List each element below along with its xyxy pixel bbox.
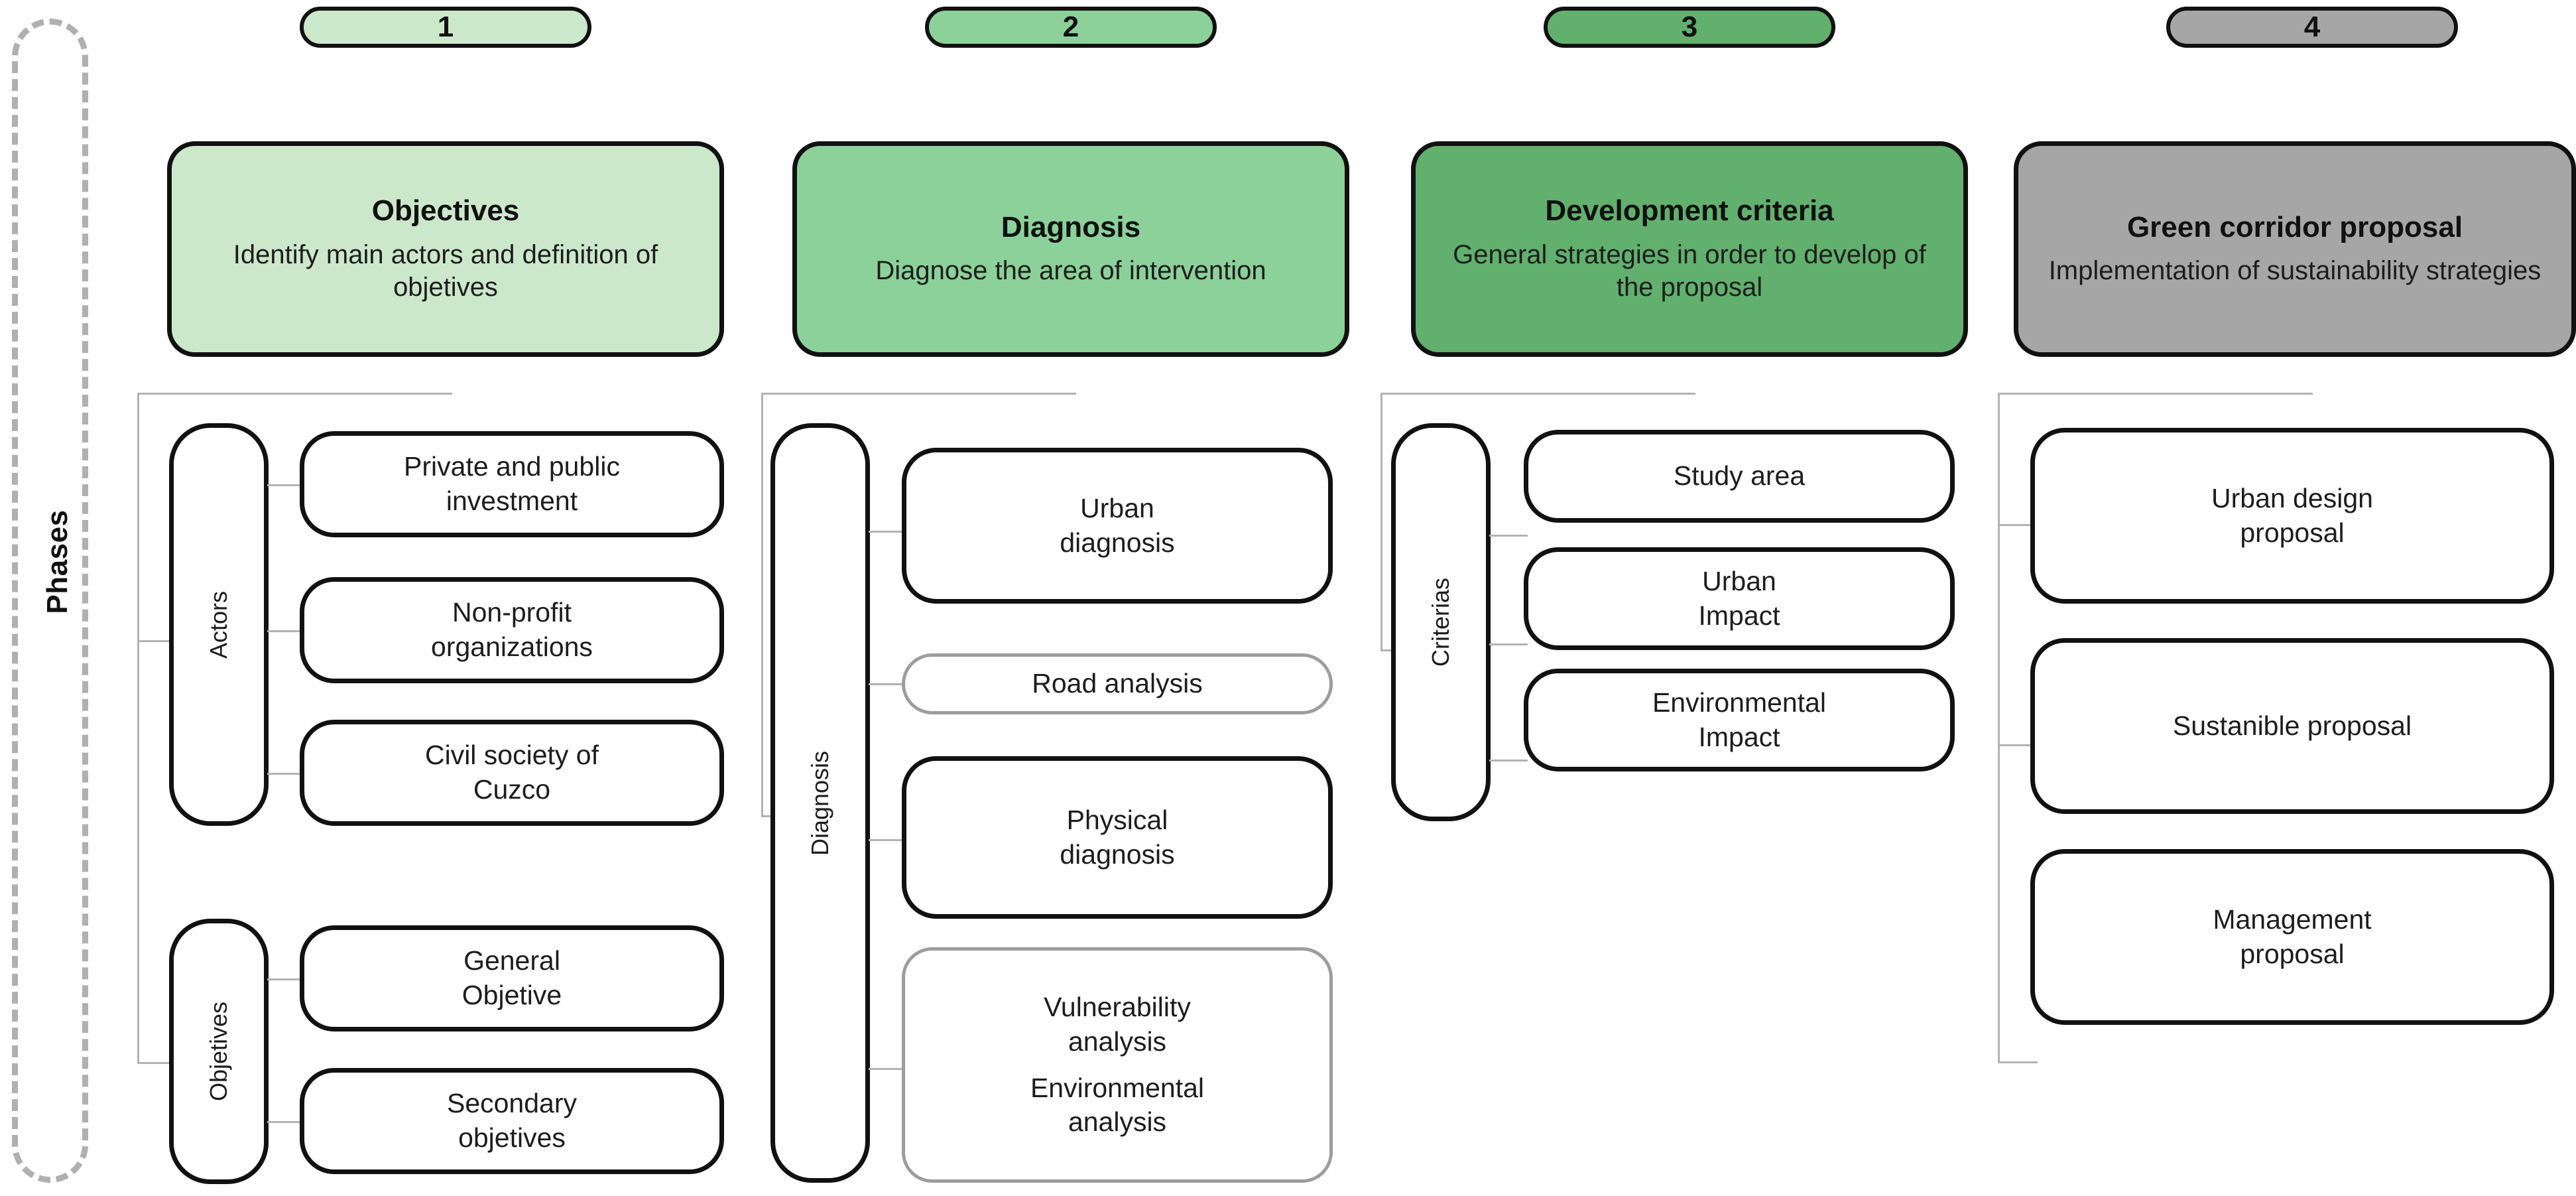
phase-subtitle-4: Implementation of sustainability strateg… bbox=[2048, 256, 2542, 286]
group-capsule-diagnosis[interactable]: Diagnosis bbox=[770, 423, 870, 1183]
connector-proposal-item-0 bbox=[1998, 524, 2038, 526]
leaf-box[interactable]: Road analysis bbox=[902, 653, 1333, 714]
trunk-line-1 bbox=[137, 393, 139, 1064]
phase-number-label-2: 2 bbox=[1062, 11, 1079, 43]
group-label-actors: Actors bbox=[205, 590, 232, 659]
connector-actors-item-2 bbox=[267, 773, 305, 775]
phase-header-card-1[interactable]: Objectives Identify main actors and defi… bbox=[167, 141, 724, 357]
group-capsule-criterias[interactable]: Criterias bbox=[1391, 423, 1491, 821]
leaf-box[interactable]: General Objetive bbox=[300, 925, 724, 1031]
group-label-diagnosis: Diagnosis bbox=[806, 750, 833, 856]
connector-objetives-item-1 bbox=[267, 1121, 305, 1123]
connector-objetives-item-0 bbox=[267, 978, 305, 980]
phase-number-badge-4[interactable]: 4 bbox=[2166, 7, 2458, 48]
trunk-line-2 bbox=[761, 393, 763, 817]
trunk-top-1 bbox=[137, 393, 452, 395]
trunk-top-4 bbox=[1998, 393, 2313, 395]
trunk-branch-actors-1 bbox=[137, 640, 174, 642]
phase-subtitle-3: General strategies in order to develop o… bbox=[1453, 240, 1926, 302]
connector-actors-item-0 bbox=[267, 484, 305, 486]
connector-diagnosis-item-3 bbox=[869, 1068, 907, 1070]
connector-criterias-item-2 bbox=[1489, 760, 1528, 762]
phase-header-card-2[interactable]: Diagnosis Diagnose the area of intervent… bbox=[792, 141, 1349, 357]
phase-title-1: Objectives bbox=[371, 194, 520, 228]
phase-title-3: Development criteria bbox=[1545, 194, 1834, 228]
phases-axis-label: Phases bbox=[41, 509, 74, 614]
phase-number-badge-1[interactable]: 1 bbox=[300, 7, 591, 48]
phase-number-badge-3[interactable]: 3 bbox=[1544, 7, 1835, 48]
leaf-box[interactable]: Civil society of Cuzco bbox=[300, 720, 724, 826]
phase-subtitle-2: Diagnose the area of intervention bbox=[875, 256, 1266, 286]
phase-number-badge-2[interactable]: 2 bbox=[925, 7, 1217, 48]
leaf-box[interactable]: Urban diagnosis bbox=[902, 448, 1333, 604]
phase-number-label-1: 1 bbox=[437, 11, 454, 43]
phases-axis-capsule: Phases bbox=[12, 19, 88, 1183]
phase-title-2: Diagnosis bbox=[1001, 210, 1141, 243]
connector-actors-item-1 bbox=[267, 630, 305, 632]
group-capsule-objetives[interactable]: Objetives bbox=[169, 919, 269, 1184]
phase-subtitle-1: Identify main actors and definition of o… bbox=[233, 240, 658, 302]
group-capsule-actors[interactable]: Actors bbox=[169, 423, 269, 826]
leaf-box[interactable]: Non-profit organizations bbox=[300, 577, 724, 683]
group-label-criterias: Criterias bbox=[1426, 577, 1454, 667]
phase-title-4: Green corridor proposal bbox=[2126, 210, 2463, 243]
leaf-box[interactable]: Private and public investment bbox=[300, 431, 724, 537]
phase-number-label-3: 3 bbox=[1681, 11, 1698, 43]
phase-header-card-3[interactable]: Development criteria General strategies … bbox=[1411, 141, 1968, 357]
leaf-box[interactable]: Physical diagnosis bbox=[902, 756, 1333, 919]
trunk-line-3 bbox=[1380, 393, 1382, 651]
group-label-objetives: Objetives bbox=[205, 1001, 233, 1102]
connector-proposal-item-2 bbox=[1998, 1061, 2038, 1063]
connector-diagnosis-item-1 bbox=[869, 683, 907, 685]
phase-header-card-4[interactable]: Green corridor proposal Implementation o… bbox=[2014, 141, 2576, 357]
trunk-top-2 bbox=[761, 393, 1076, 395]
leaf-box[interactable]: Study area bbox=[1524, 430, 1955, 523]
leaf-box[interactable]: Environmental Impact bbox=[1524, 669, 1955, 771]
connector-proposal-item-1 bbox=[1998, 744, 2038, 746]
leaf-box[interactable]: Vulnerability analysis Environmental ana… bbox=[902, 947, 1333, 1183]
trunk-top-3 bbox=[1380, 393, 1695, 395]
connector-diagnosis-item-0 bbox=[869, 531, 907, 533]
connector-diagnosis-item-2 bbox=[869, 839, 907, 841]
trunk-line-4 bbox=[1998, 393, 2000, 1063]
leaf-box[interactable]: Secondary objetives bbox=[300, 1068, 724, 1174]
phase-number-label-4: 4 bbox=[2303, 11, 2321, 43]
trunk-branch-objetives-1 bbox=[137, 1062, 174, 1064]
connector-criterias-item-0 bbox=[1489, 535, 1528, 537]
leaf-box[interactable]: Urban Impact bbox=[1524, 547, 1955, 650]
leaf-box[interactable]: Management proposal bbox=[2030, 849, 2554, 1025]
leaf-box[interactable]: Urban design proposal bbox=[2030, 428, 2554, 604]
leaf-box[interactable]: Sustanible proposal bbox=[2030, 638, 2554, 814]
connector-criterias-item-1 bbox=[1489, 643, 1528, 645]
